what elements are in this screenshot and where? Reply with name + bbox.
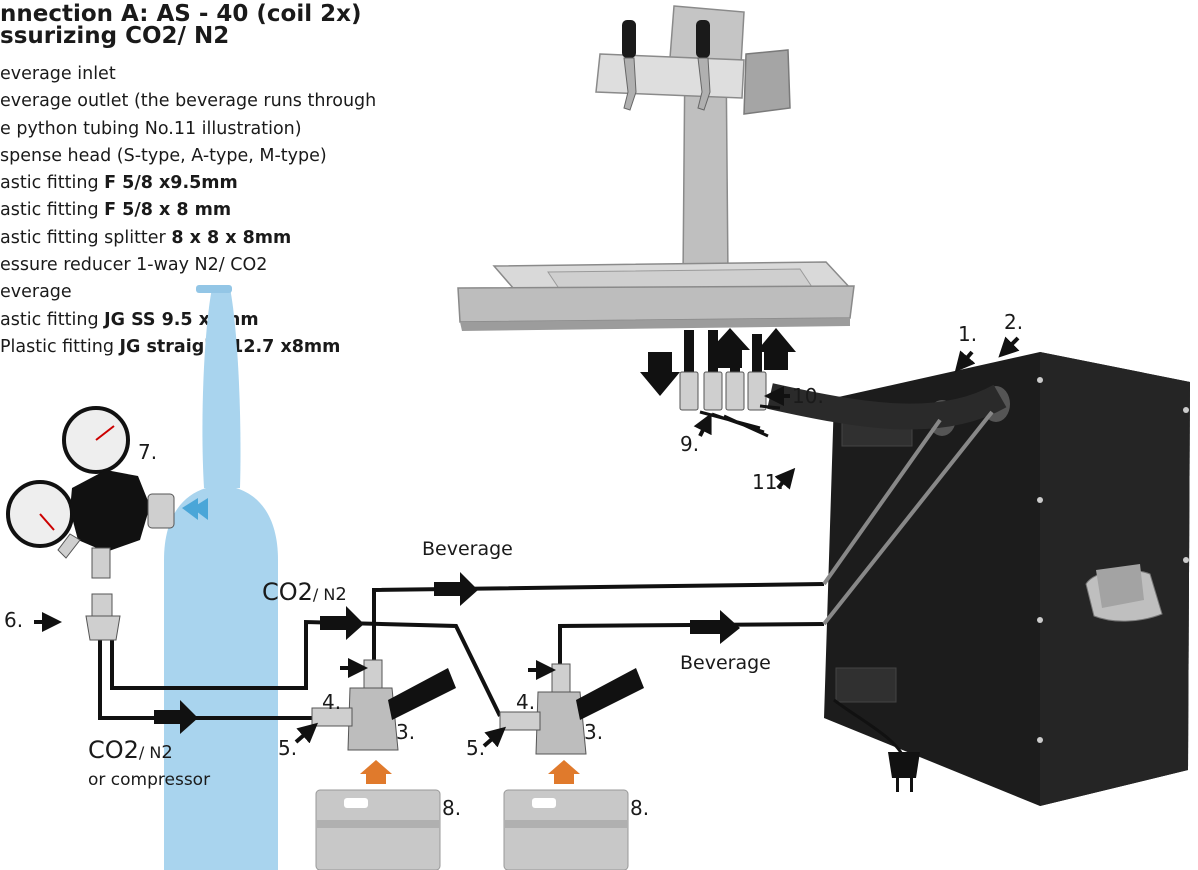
beverage-label-right: Beverage — [680, 652, 771, 674]
legend-item-7: essure reducer 1-way N2/ CO2 — [0, 255, 268, 276]
legend-item-8: everage — [0, 282, 72, 303]
python-tube — [767, 383, 1007, 430]
callout-8-right: 8. — [630, 796, 650, 820]
keg-2 — [503, 789, 629, 870]
diagram-title-line-2: ssurizing CO2/ N2 — [0, 23, 230, 49]
tap-fittings — [640, 328, 796, 411]
gas-label-bottom: CO2/ N2 — [88, 736, 173, 764]
legend-item-5: astic fitting F 5/8 x 8 mm — [0, 200, 232, 221]
gas-flow-arrow-bottom — [154, 700, 198, 734]
diagram-title-line-1: nnection A: AS - 40 (coil 2x) — [0, 1, 362, 27]
compressor-label: or compressor — [88, 770, 211, 790]
callout-9: 9. — [680, 432, 700, 456]
callout-8-left: 8. — [442, 796, 462, 820]
keg-flow-arrow-1 — [360, 760, 392, 784]
coupler-1 — [311, 659, 456, 751]
power-cord — [833, 698, 920, 792]
coupler-2 — [499, 663, 644, 755]
legend-item-2-continued: e python tubing No.11 illustration) — [0, 118, 302, 139]
beverage-flow-arrow-right — [690, 610, 740, 644]
cooler-unit — [824, 352, 1190, 806]
gas-label-top: CO2/ N2 — [262, 578, 347, 606]
callout-10: 10. — [792, 384, 824, 408]
callout-3-right: 3. — [584, 720, 604, 744]
callout-1: 1. — [958, 322, 978, 346]
gas-flow-arrow-top — [320, 606, 364, 640]
parts-legend: everage inlet everage outlet (the bevera… — [0, 61, 376, 361]
callout-6: 6. — [4, 608, 24, 632]
callout-4-right: 4. — [516, 690, 536, 714]
callout-11: 11. — [752, 470, 784, 494]
callout-arrows — [34, 336, 1020, 748]
legend-item-3: spense head (S-type, A-type, M-type) — [0, 145, 327, 166]
callout-7: 7. — [138, 440, 158, 464]
callout-2: 2. — [1004, 310, 1024, 334]
keg-1 — [315, 789, 441, 870]
co2-bottle — [164, 285, 278, 870]
splitter-fitting — [85, 593, 121, 641]
legend-item-2: everage outlet (the beverage runs throug… — [0, 91, 377, 112]
callout-5-left: 5. — [278, 736, 298, 760]
callout-5-right: 5. — [466, 736, 486, 760]
beverage-label-top: Beverage — [422, 538, 513, 560]
legend-item-4: astic fitting F 5/8 x9.5mm — [0, 173, 238, 194]
beer-tower — [457, 5, 855, 331]
legend-item-6: astic fitting splitter 8 x 8 x 8mm — [0, 227, 292, 248]
callout-3-left: 3. — [396, 720, 416, 744]
beverage-flow-arrow-top — [434, 572, 478, 606]
keg-flow-arrow-2 — [548, 760, 580, 784]
callout-4-left: 4. — [322, 690, 342, 714]
legend-item-1: everage inlet — [0, 64, 116, 84]
pressure-regulator — [6, 406, 208, 579]
